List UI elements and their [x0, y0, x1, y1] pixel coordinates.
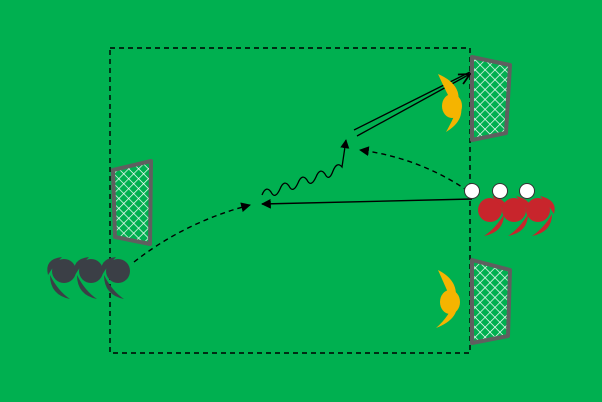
run-arrow-red	[359, 146, 469, 192]
playing-area	[109, 47, 471, 354]
player-icon	[101, 257, 130, 299]
ball-icon	[492, 183, 508, 199]
goalkeeper-icon	[438, 74, 462, 132]
dribble-arrow	[261, 139, 350, 196]
team-red	[464, 183, 555, 236]
goal-top-right	[470, 55, 512, 142]
goal-bottom-right	[470, 258, 512, 345]
goalkeeper-icon	[436, 270, 460, 328]
ball-icon	[519, 183, 535, 199]
player-icon	[526, 196, 555, 236]
pass-arrow	[261, 198, 473, 209]
run-arrow	[133, 202, 251, 263]
goal-left	[111, 159, 153, 246]
player-icon	[502, 196, 531, 236]
ball-icon	[464, 183, 480, 199]
player-icon	[47, 257, 76, 299]
player-icon	[74, 257, 103, 299]
player-icon	[478, 196, 507, 236]
team-dark	[47, 257, 130, 299]
